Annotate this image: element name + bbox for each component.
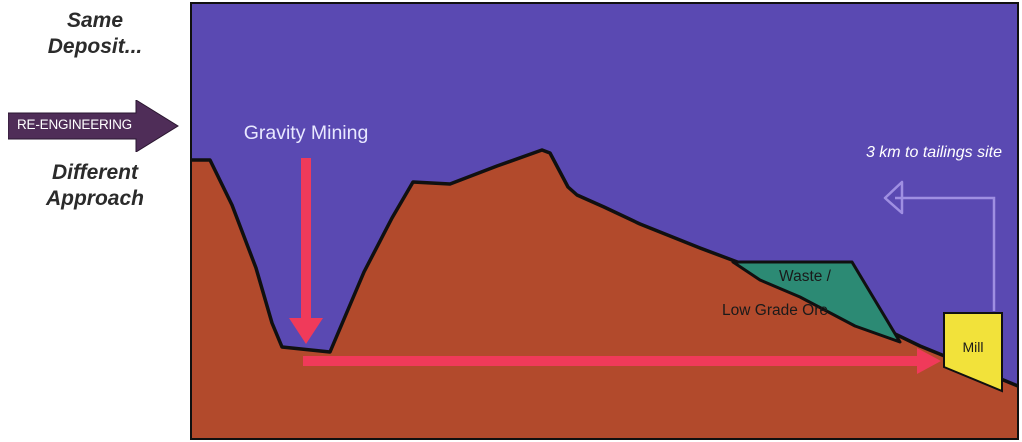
different-approach-text: Different Approach <box>0 160 190 212</box>
waste-label-line-1: Waste / <box>779 268 832 285</box>
re-engineering-label: RE-ENGINEERING <box>17 117 132 132</box>
same-deposit-text: Same Deposit... <box>0 8 190 60</box>
different-approach-line-2: Approach <box>45 187 144 210</box>
waste-label-line-2: Low Grade Ore <box>722 302 828 319</box>
left-panel: Same Deposit... RE-ENGINEERING Different… <box>0 0 190 442</box>
re-engineering-arrow: RE-ENGINEERING <box>7 99 180 153</box>
mill-label: Mill <box>963 339 984 355</box>
re-engineering-arrow-icon <box>7 99 179 153</box>
mill-building <box>943 312 1003 393</box>
terrain-ground <box>191 150 1018 439</box>
haul-arrow-head-icon <box>917 348 941 374</box>
gravity-arrow-shaft <box>301 158 311 318</box>
tailings-label: 3 km to tailings site <box>866 144 1002 161</box>
waste-pile <box>731 260 902 344</box>
different-approach-line-1: Different <box>52 161 138 184</box>
same-deposit-line-1: Same <box>66 9 124 32</box>
diagram-frame <box>190 2 1019 440</box>
gravity-mining-label: Gravity Mining <box>244 122 369 144</box>
haul-arrow-shaft <box>303 356 920 366</box>
tailings-line <box>895 196 996 311</box>
same-deposit-line-2: Deposit... <box>47 35 143 58</box>
gravity-arrow-head-icon <box>289 318 323 344</box>
tailings-arrow-icon <box>883 180 904 215</box>
